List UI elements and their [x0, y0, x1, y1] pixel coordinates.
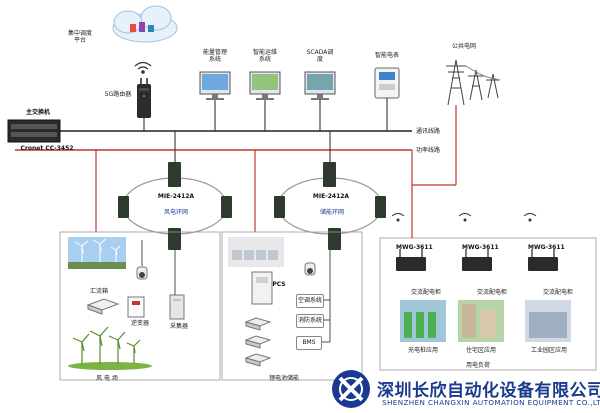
company-name-cn: 深圳长欣自动化设备有限公司 [377, 381, 600, 401]
storage-ring-label: 储能环网 [319, 209, 344, 216]
system-label-energy: 能量管理系统 [202, 49, 227, 63]
wifi-icon [134, 61, 152, 74]
combiner-label: 汇流箱 [89, 288, 108, 295]
wind-farm-label: 风 电 场 [96, 375, 118, 382]
system-label-ops: 智能运维系统 [252, 49, 277, 63]
storage-switch-model: MIE-2412A [312, 193, 350, 200]
power-tower-icon [446, 59, 501, 106]
battery-pack-icon [244, 317, 272, 367]
storage-site-photo [228, 237, 284, 267]
meter-label: 智能电表 [374, 52, 399, 59]
wifi-icon [391, 213, 537, 222]
gateway-label-3: MWG-3611 [528, 244, 565, 251]
wind-area-frame [59, 231, 221, 381]
cloud-icon [112, 5, 178, 43]
core-switch-model: Cronet CC-3452 [20, 145, 74, 152]
wind-switch-model: MIE-2412A [157, 193, 195, 200]
app-label-industrial: 工业园区应用 [530, 347, 567, 354]
grid-label: 公共电网 [451, 43, 476, 50]
wind-farm-illustration [68, 326, 152, 370]
storage-area-frame [221, 231, 363, 381]
app-label-charging: 充电桩应用 [407, 347, 438, 354]
core-switch-title: 主交换机 [25, 109, 50, 116]
wind-turbine-photo [68, 237, 126, 269]
storage-title: 锂电池储能 [268, 375, 299, 382]
collector-icon [169, 294, 185, 320]
ring-switch-icon [118, 162, 232, 250]
power-line-label: 功率线路 [415, 147, 440, 154]
core-switch-icon [7, 119, 70, 143]
monitor-icon [304, 71, 336, 100]
company-name-en: SHENZHEN CHANGXIN AUTOMATION EQUIPMENT C… [382, 398, 600, 407]
load-area-frame [379, 237, 597, 371]
inverter-icon [127, 296, 145, 318]
monitor-icon [199, 71, 231, 100]
app-label-residential: 住宅区应用 [465, 347, 496, 354]
system-label-scada: SCADA调度 [306, 49, 334, 63]
residential-photo [458, 300, 504, 342]
company-logo-icon [332, 370, 370, 408]
cabinet-label-1: 交流配电柜 [411, 289, 442, 296]
fire-label: 消防系统 [296, 314, 324, 328]
comm-line-label: 通讯线路 [415, 128, 440, 135]
gateway-label-2: MWG-3611 [462, 244, 499, 251]
camera-icon [304, 262, 316, 276]
router-label: 5G路由器 [104, 91, 132, 98]
aircon-label: 空调系统 [296, 294, 324, 308]
cloud-label-line2: 平台 [73, 37, 86, 44]
cabinet-label-2: 交流配电柜 [477, 289, 508, 296]
load-title: 用电负荷 [465, 362, 490, 369]
charging-station-photo [400, 300, 446, 342]
wind-ring-label: 风电环网 [163, 209, 188, 216]
bms-label: BMS [296, 336, 322, 350]
collector-label: 采集器 [169, 323, 188, 330]
combiner-box-icon [86, 298, 120, 315]
pcs-label: PCS [272, 281, 286, 288]
industrial-park-photo [525, 300, 571, 342]
cabinet-label-3: 交流配电柜 [543, 289, 574, 296]
gateway-label-1: MWG-3611 [396, 244, 433, 251]
camera-icon [136, 266, 148, 280]
inverter-label: 逆变器 [130, 320, 149, 327]
cloud-label: 集中调度平台 [60, 30, 100, 44]
ring-switch-icon [274, 162, 386, 250]
pcs-cabinet-icon [251, 271, 273, 305]
gateway-device-icon [396, 249, 558, 271]
smart-meter-icon [374, 67, 400, 99]
router-icon [137, 78, 151, 118]
monitor-icon [249, 71, 281, 100]
cloud-label-line1: 集中调度 [67, 30, 92, 37]
